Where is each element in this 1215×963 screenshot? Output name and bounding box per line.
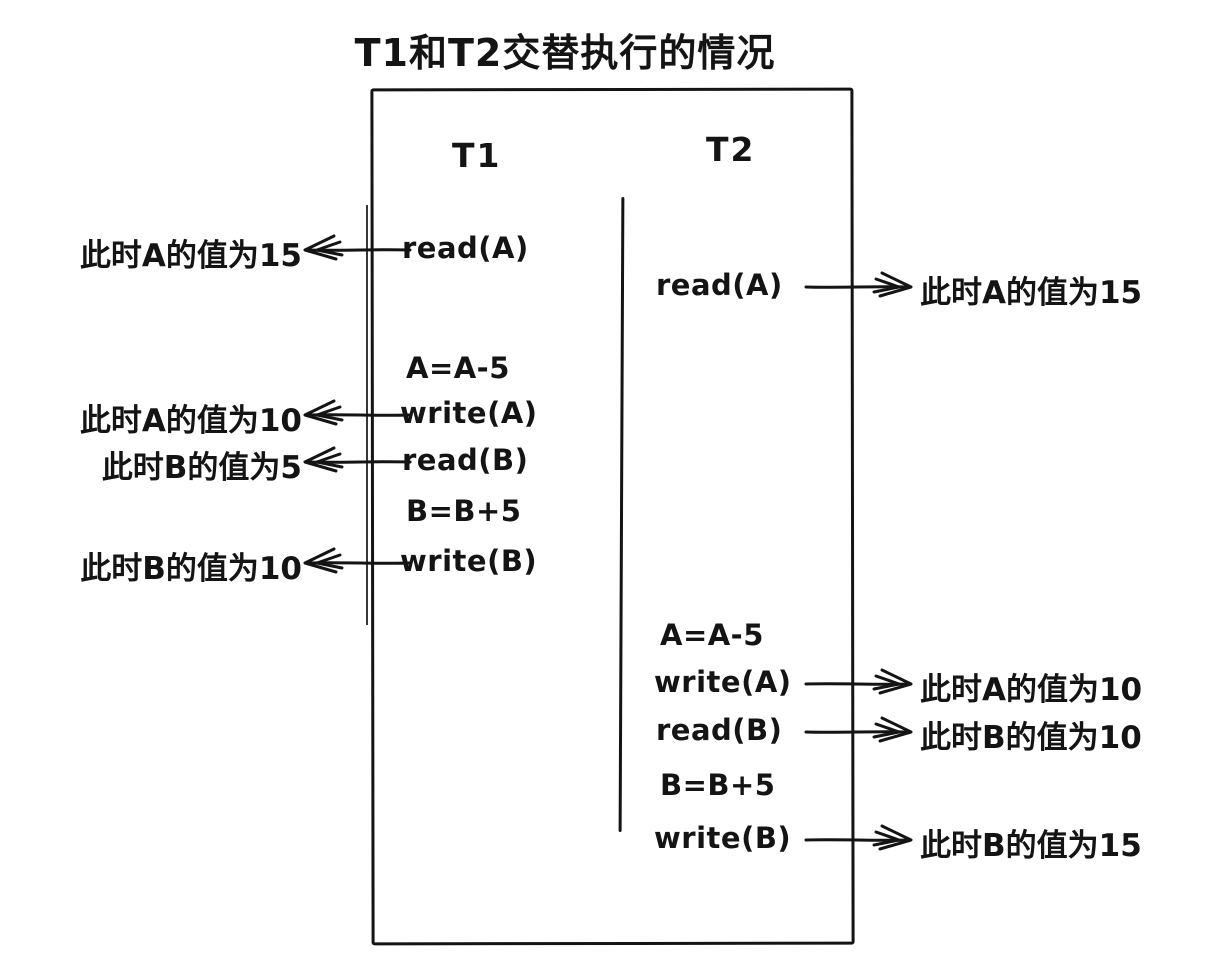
left-arrow-icon — [298, 440, 412, 484]
column-header-t2: T2 — [706, 130, 756, 169]
t2-annotation-write-a: 此时A的值为10 — [920, 672, 1143, 708]
left-arrow-icon — [298, 228, 412, 272]
t2-annotation-read-a: 此时A的值为15 — [920, 275, 1143, 311]
t1-op-assign-b: B=B+5 — [406, 494, 522, 528]
t2-op-read-a: read(A) — [656, 268, 783, 302]
right-arrow-icon — [804, 710, 918, 754]
t1-op-write-b: write(B) — [400, 544, 538, 578]
right-arrow-icon — [804, 818, 918, 862]
right-arrow-icon — [804, 662, 918, 706]
t2-op-assign-b: B=B+5 — [660, 768, 776, 802]
t2-op-write-a: write(A) — [654, 665, 792, 699]
t1-op-assign-a: A=A-5 — [406, 351, 510, 385]
left-arrow-icon — [298, 541, 412, 585]
column-header-t1: T1 — [452, 136, 502, 175]
t2-op-assign-a: A=A-5 — [660, 618, 764, 652]
t1-op-read-b: read(B) — [402, 443, 529, 477]
diagram-title: T1和T2交替执行的情况 — [354, 31, 776, 75]
t1-annotation-read-b: 此时B的值为5 — [101, 450, 302, 486]
t1-annotation-write-a: 此时A的值为10 — [79, 403, 302, 439]
t1-annotation-read-a: 此时A的值为15 — [79, 238, 302, 274]
t2-annotation-read-b: 此时B的值为10 — [920, 720, 1142, 756]
left-arrow-icon — [298, 393, 412, 437]
t2-op-write-b: write(B) — [654, 821, 792, 855]
t1-annotation-write-b: 此时B的值为10 — [80, 551, 302, 587]
right-arrow-icon — [804, 265, 918, 309]
t2-op-read-b: read(B) — [656, 713, 783, 747]
t1-op-read-a: read(A) — [402, 231, 529, 265]
t1-op-write-a: write(A) — [400, 396, 538, 430]
t2-annotation-write-b: 此时B的值为15 — [920, 828, 1142, 864]
